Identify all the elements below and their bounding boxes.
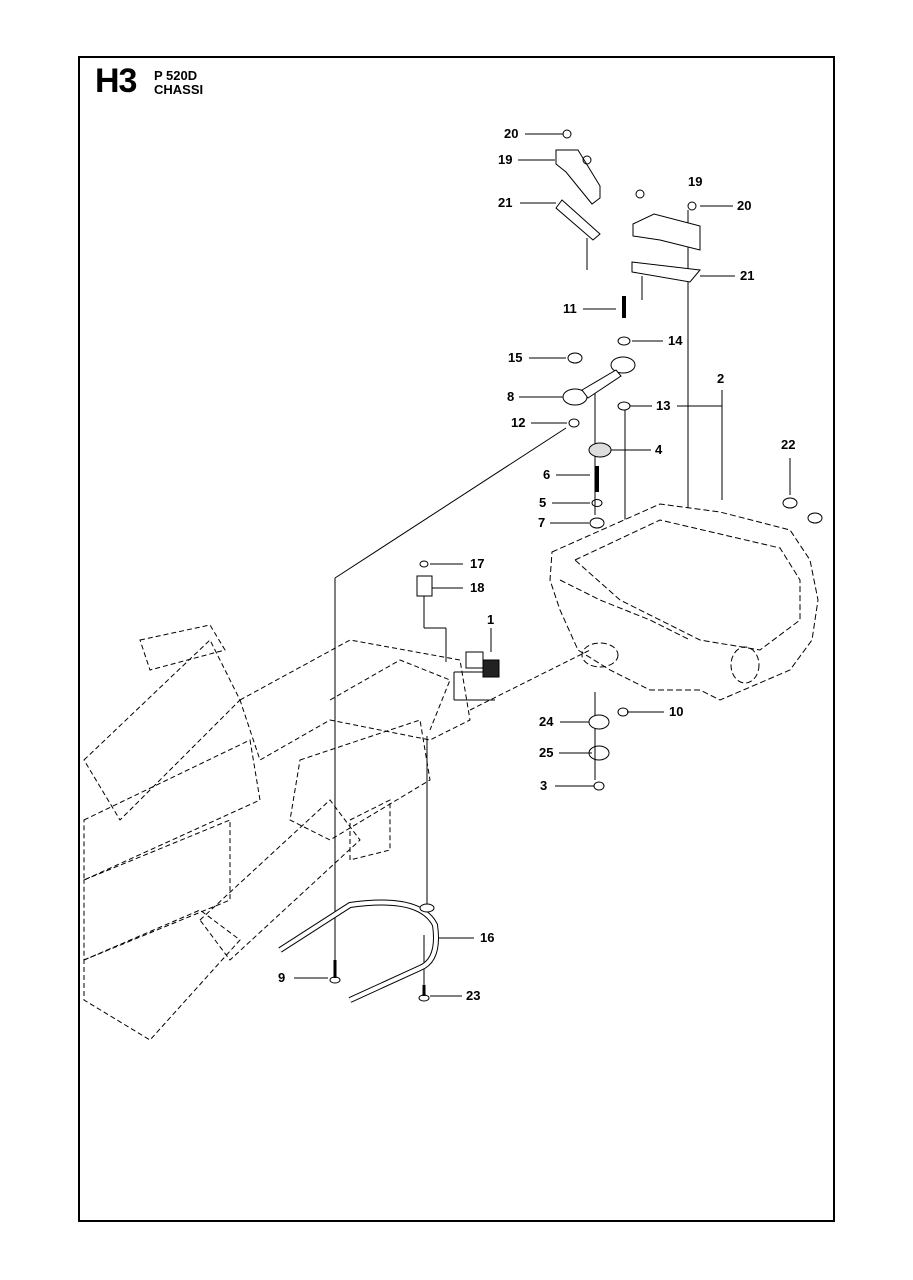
upper-bracket-left <box>555 129 601 241</box>
leader-lines <box>294 133 791 997</box>
callout-7: 7 <box>538 515 546 530</box>
callout-6: 6 <box>543 467 551 482</box>
callout-24: 24 <box>539 714 554 729</box>
callout-21-upper-right: 21 <box>740 268 755 283</box>
switch-part <box>465 651 500 678</box>
callout-9: 9 <box>278 970 286 985</box>
chassis-frame <box>83 624 591 1041</box>
callout-18: 18 <box>470 580 485 595</box>
callout-2: 2 <box>717 371 725 386</box>
callout-4: 4 <box>655 442 663 457</box>
callout-10: 10 <box>669 704 684 719</box>
callout-12: 12 <box>511 415 526 430</box>
page-frame <box>78 56 835 1222</box>
callout-16: 16 <box>480 930 495 945</box>
model-name: P 520D <box>154 68 198 83</box>
callout-11: 11 <box>563 301 577 316</box>
rod-part <box>278 899 439 1003</box>
section-name: CHASSI <box>154 82 204 97</box>
steering-link <box>562 352 636 428</box>
callout-20-upper-right: 20 <box>737 198 752 213</box>
callout-15: 15 <box>508 350 523 365</box>
callout-20-upper-left: 20 <box>504 126 519 141</box>
section-code: H3 <box>95 62 137 100</box>
callout-22: 22 <box>781 437 796 452</box>
upper-bracket-right <box>631 189 701 283</box>
callout-5: 5 <box>539 495 547 510</box>
axle-housing <box>549 503 819 701</box>
hardware-stack <box>416 296 823 791</box>
callout-19-upper-right: 19 <box>688 174 703 189</box>
callout-21-upper-left: 21 <box>498 195 513 210</box>
callout-3: 3 <box>540 778 548 793</box>
callout-23: 23 <box>466 988 481 1003</box>
callout-25: 25 <box>539 745 554 760</box>
callout-13: 13 <box>656 398 671 413</box>
callout-17: 17 <box>470 556 485 571</box>
callout-8: 8 <box>507 389 515 404</box>
callout-19-upper-left: 19 <box>498 152 513 167</box>
callout-14: 14 <box>668 333 683 348</box>
bolts-bottom <box>329 960 430 1002</box>
callout-1: 1 <box>487 612 495 627</box>
